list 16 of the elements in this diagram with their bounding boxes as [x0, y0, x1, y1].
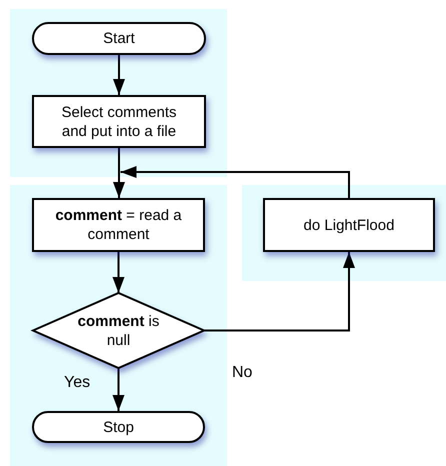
terminal-pill: Start	[32, 22, 206, 55]
node-text: comment is null	[76, 312, 160, 350]
process-box: comment = read a comment	[32, 198, 205, 252]
decision-diamond	[33, 293, 204, 368]
process-box: Select comments and put into a file	[32, 95, 206, 148]
group-band	[10, 185, 227, 466]
terminal-pill: Stop	[32, 411, 205, 443]
arrow	[204, 252, 355, 332]
arrow	[112, 368, 124, 411]
arrow	[113, 55, 125, 95]
arrow	[113, 148, 125, 198]
arrow	[120, 166, 350, 198]
group-band	[10, 9, 227, 177]
arrow	[112, 252, 124, 293]
process-box: do LightFlood	[263, 198, 435, 252]
group-band	[242, 185, 446, 281]
